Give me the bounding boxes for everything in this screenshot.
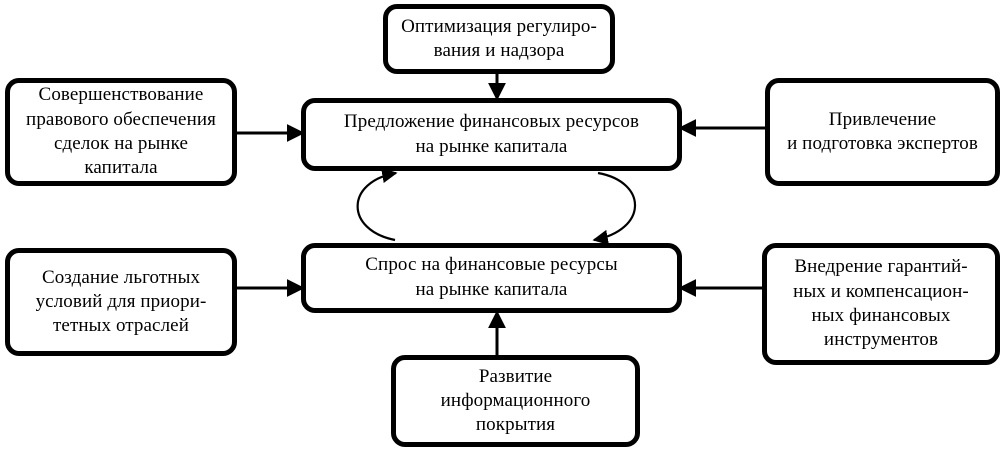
node-right-guarantees[interactable]: Внедрение гарантий- ных и компенсацион- …	[762, 243, 1000, 365]
connector-demand-to-supply-curve	[356, 167, 398, 242]
node-label: Создание льготных условий для приори- те…	[35, 266, 207, 337]
node-label: Внедрение гарантий- ных и компенсацион- …	[793, 256, 969, 351]
node-left-preferences[interactable]: Создание льготных условий для приори- те…	[5, 248, 237, 356]
node-label: Предложение финансовых ресурсов на рынке…	[343, 110, 640, 157]
node-label: Спрос на финансовые ресурсы на рынке кап…	[365, 254, 618, 300]
node-supply[interactable]: Предложение финансовых ресурсов на рынке…	[301, 98, 682, 171]
node-label: Оптимизация регулиро- вания и надзора	[401, 15, 597, 61]
connector-supply-to-demand-curve	[592, 171, 636, 246]
node-top-regulation[interactable]: Оптимизация регулиро- вания и надзора	[383, 4, 615, 74]
node-demand[interactable]: Спрос на финансовые ресурсы на рынке кап…	[301, 243, 682, 313]
node-label: Совершенствование правового обеспечения …	[26, 84, 216, 179]
node-label: Привлечение и подготовка экспертов	[787, 108, 978, 154]
node-bottom-info[interactable]: Развитие информационного покрытия	[391, 355, 640, 447]
node-right-experts[interactable]: Привлечение и подготовка экспертов	[765, 78, 1000, 186]
node-label: Развитие информационного покрытия	[440, 365, 591, 436]
node-left-legal[interactable]: Совершенствование правового обеспечения …	[5, 78, 237, 186]
